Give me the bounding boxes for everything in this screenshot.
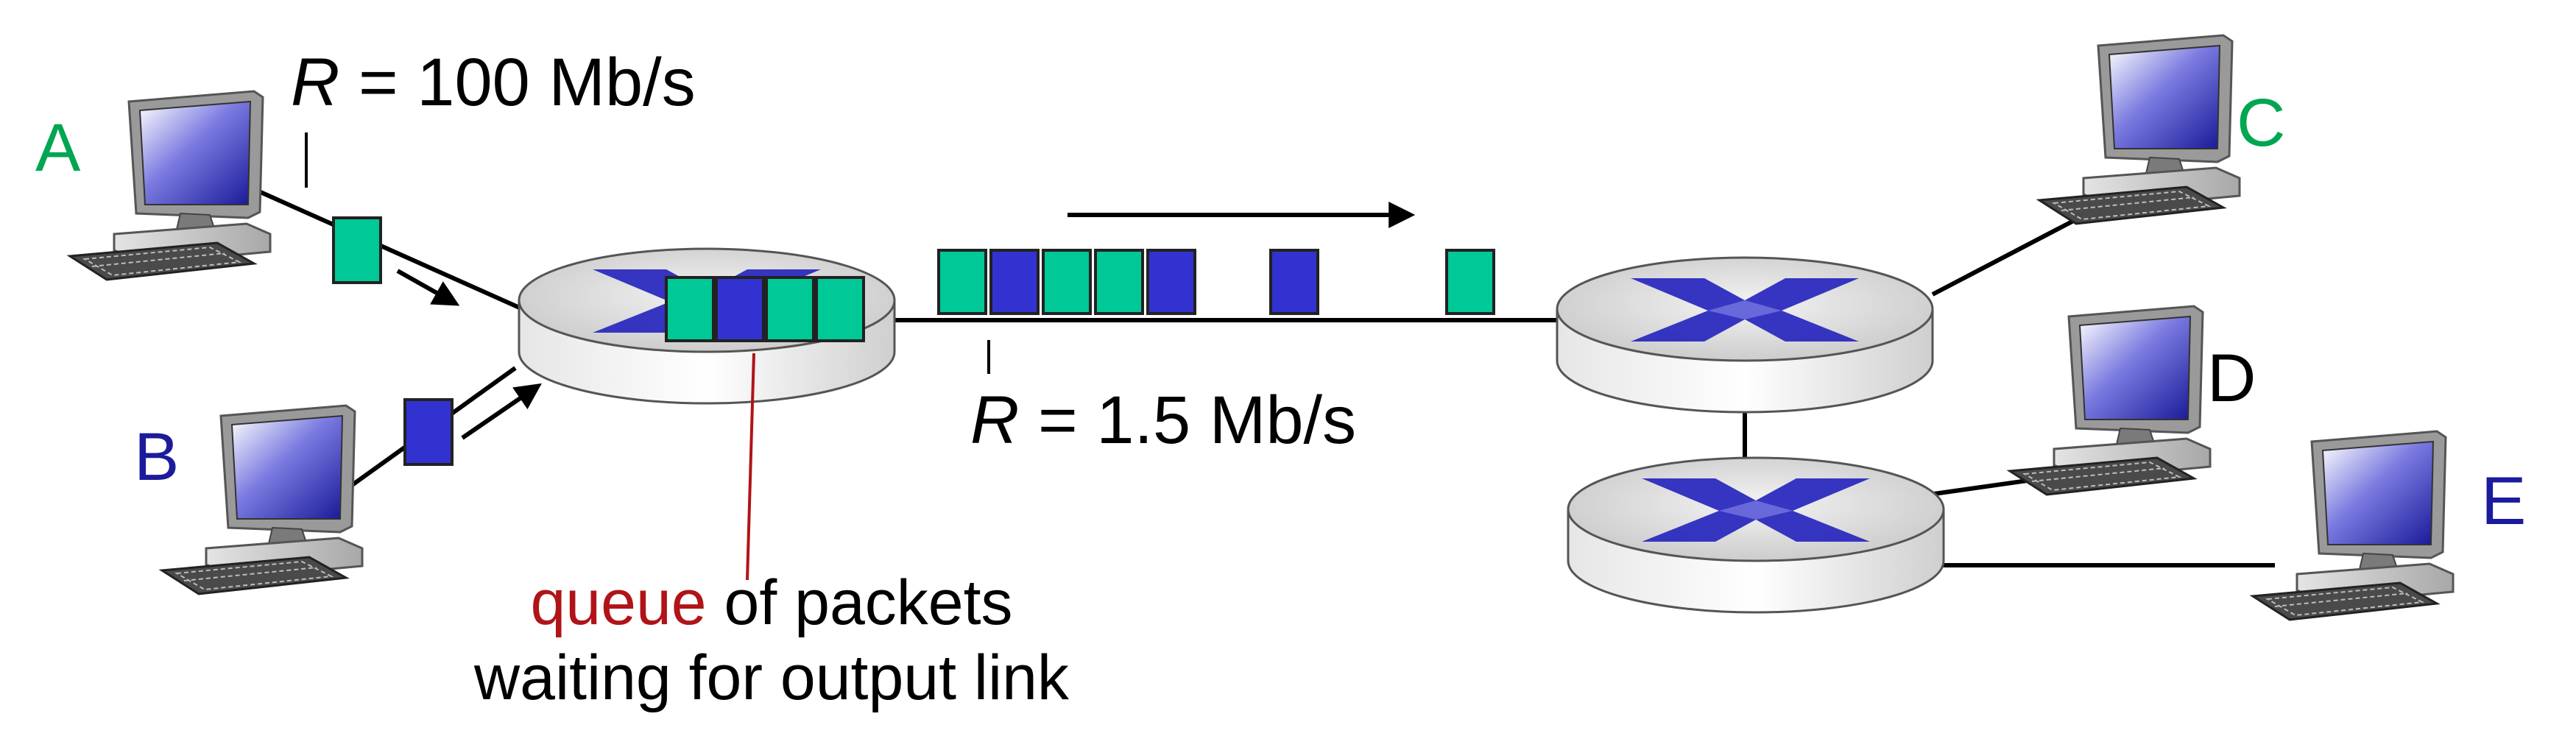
host-label-c: C: [2237, 85, 2285, 160]
queue-word: queue: [530, 567, 706, 638]
computer-icon: [160, 404, 364, 595]
computer-icon: [68, 90, 272, 281]
packet-icon: [815, 276, 865, 342]
host-label-b: B: [134, 420, 179, 495]
router-icon: [1567, 456, 1945, 614]
computer-icon: [2008, 305, 2212, 496]
packet-icon: [403, 398, 454, 466]
queue-caption-line1: queue of packets: [530, 567, 1012, 638]
packet-icon: [937, 249, 987, 315]
packet-icon: [1042, 249, 1092, 315]
access-rate-var: R: [291, 45, 339, 120]
link-packets: [937, 249, 1495, 315]
host-label-d: D: [2207, 341, 2256, 416]
bottleneck-rate-var: R: [970, 383, 1019, 458]
bottleneck-rate-value: = 1.5 Mb/s: [1019, 383, 1356, 458]
packet-icon: [332, 216, 382, 284]
arrows: [396, 202, 1416, 440]
arrow-icon: [396, 269, 460, 306]
packet-icon: [1094, 249, 1144, 315]
queue-packets: [665, 276, 865, 342]
queue-caption-line2: waiting for output link: [473, 643, 1070, 713]
router-icon: [1556, 256, 1934, 414]
bottleneck-rate-label: R = 1.5 Mb/s: [970, 383, 1356, 458]
host-label-e: E: [2481, 464, 2526, 539]
host-label-a: A: [35, 110, 81, 185]
packet-icon: [765, 276, 815, 342]
arrow-icon: [461, 383, 542, 440]
queue-caption-rest: of packets: [707, 567, 1013, 638]
packet-icon: [1146, 249, 1196, 315]
access-rate-label: R = 100 Mb/s: [291, 45, 696, 120]
computer-icon: [2038, 34, 2241, 225]
packet-icon: [1269, 249, 1319, 315]
packet-icon: [989, 249, 1040, 315]
packet-icon: [715, 276, 765, 342]
packet-icon: [665, 276, 715, 342]
packet-icon: [1445, 249, 1495, 315]
computer-icon: [2251, 430, 2455, 621]
queue-pointer: [746, 353, 755, 581]
access-rate-value: = 100 Mb/s: [339, 45, 695, 120]
